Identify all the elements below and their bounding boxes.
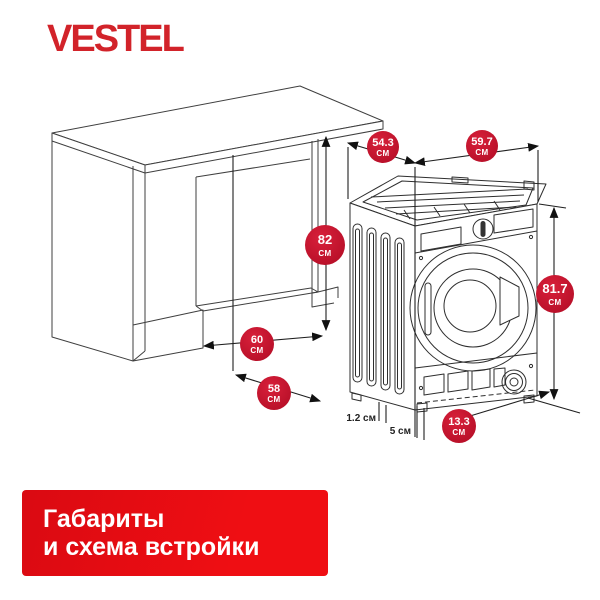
badge-unit: см <box>548 298 561 307</box>
badge-unit: см <box>318 249 331 258</box>
label-gap-1-2-cm: 1.2 см <box>346 413 376 424</box>
badge-value: 58 <box>268 383 280 395</box>
badge-unit: см <box>250 346 263 355</box>
title-banner-line2: и схема встройки <box>43 533 260 561</box>
title-banner: Габариты и схема встройки <box>22 490 328 576</box>
badge-unit: см <box>475 148 488 157</box>
washing-machine-drawing <box>349 175 547 413</box>
badge-value: 59.7 <box>471 136 492 148</box>
badge-niche-depth: 58 см <box>257 376 291 410</box>
badge-unit: см <box>376 149 389 158</box>
badge-value: 81.7 <box>542 281 567 296</box>
badge-top-depth: 54.3 см <box>367 131 399 163</box>
badge-value: 13.3 <box>448 416 469 428</box>
badge-niche-width: 60 см <box>240 327 274 361</box>
vestel-logo: VESTEL <box>47 18 185 60</box>
badge-unit: см <box>452 428 465 437</box>
cabinet-drawing <box>51 85 384 362</box>
badge-plinth-depth: 13.3 см <box>442 409 476 443</box>
badge-niche-height: 82 см <box>305 225 345 265</box>
badge-value: 82 <box>318 232 332 247</box>
label-gap-5-cm: 5 см <box>390 426 411 437</box>
badge-value: 60 <box>251 334 263 346</box>
title-banner-line1: Габариты <box>43 505 165 533</box>
badge-machine-height: 81.7 см <box>536 275 574 313</box>
badge-unit: см <box>267 395 280 404</box>
badge-top-width: 59.7 см <box>466 130 498 162</box>
badge-value: 54.3 <box>372 137 393 149</box>
